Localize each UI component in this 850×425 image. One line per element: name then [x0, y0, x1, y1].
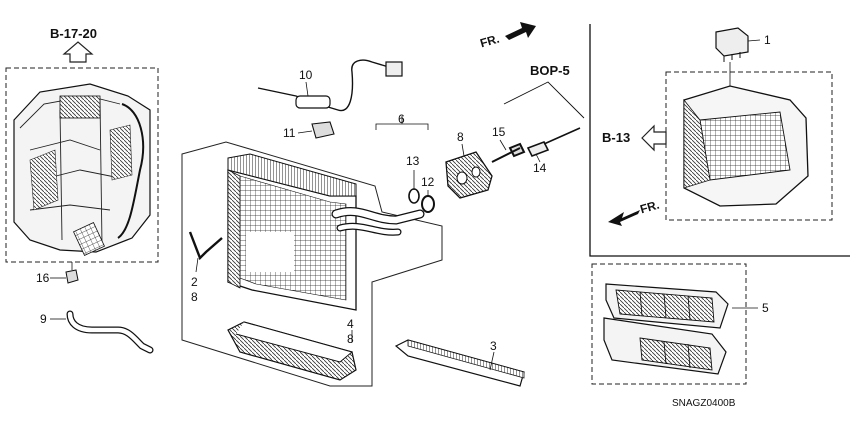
leader-10: [305, 81, 309, 97]
valve-group: [445, 81, 585, 199]
heater-unit-pipe: [117, 103, 145, 239]
callout-4: 4: [347, 317, 354, 331]
valve-port-a: [456, 171, 468, 185]
leader-1: [747, 39, 761, 42]
leader-8: [461, 143, 465, 157]
sensor-wire-10: [257, 59, 393, 112]
leader-3: [489, 351, 495, 371]
o-ring-13: [408, 188, 420, 204]
right-region-divider: [589, 24, 850, 257]
relay-box-group: [641, 71, 833, 221]
sensor-group: [257, 59, 403, 139]
evaporator-clear-area: [246, 232, 294, 272]
left-arrow-b13-icon: [641, 124, 667, 152]
fr-arrow-top-icon: [505, 22, 536, 40]
evaporator-tubes-inner: [332, 208, 424, 224]
part-14: [526, 127, 581, 158]
heater-unit-shading: [29, 124, 133, 211]
control-panel-upper-buttons: [615, 289, 715, 323]
fr-arrow-top: [505, 22, 536, 40]
leader-bop5: [503, 81, 585, 119]
relay-box-side: [683, 98, 711, 189]
heater-unit-vent: [73, 222, 105, 256]
drain-pan-edge: [235, 321, 354, 363]
callout-16: 16: [36, 271, 50, 285]
heater-unit-frame: [5, 67, 159, 263]
sensor-body-10: [295, 95, 331, 109]
callout-11: 11: [283, 126, 296, 140]
control-panel-lower-buttons: [639, 337, 713, 371]
callout-3: 3: [490, 339, 497, 353]
callout-9: 9: [40, 312, 47, 326]
o-ring-12: [421, 195, 435, 213]
heater-unit-body: [13, 83, 151, 253]
control-panel-frame: [591, 263, 747, 385]
relay-pins: [723, 52, 741, 62]
callout-10: 10: [299, 68, 313, 82]
relay-body: [715, 27, 749, 57]
drain-hose-9-inner: [67, 311, 153, 353]
evaporator-side: [227, 169, 241, 289]
callout-12: 12: [421, 175, 435, 189]
up-arrow-icon: [62, 41, 94, 63]
callout-1: 1: [764, 33, 771, 47]
leader-2: [195, 257, 199, 273]
clip-16: [65, 269, 79, 284]
callout-15: 15: [492, 125, 506, 139]
relay-box-frame: [665, 71, 833, 221]
callout-5: 5: [762, 301, 769, 315]
heater-unit-group: [5, 41, 159, 354]
leader-14: [535, 153, 541, 163]
filter-3: [394, 339, 525, 387]
relay-1: [715, 27, 761, 86]
fr-arrow-bottom-icon: [608, 210, 640, 226]
evaporator-tubes-2-inner: [337, 224, 401, 235]
callout-2: 2: [191, 275, 198, 289]
control-panel-group: [591, 263, 758, 385]
callout-13: 13: [406, 154, 420, 168]
clip-11: [311, 121, 335, 139]
ref-b-17-20: B-17-20: [50, 26, 97, 41]
callout-14: 14: [533, 161, 547, 175]
evaporator-group: [181, 141, 443, 387]
expansion-valve-8: [445, 151, 493, 199]
o-rings-group: [375, 116, 435, 213]
filter-pleats: [407, 339, 525, 379]
bracket-2: [188, 231, 223, 261]
diagram-code: SNAGZ0400B: [672, 398, 736, 409]
leader-15: [499, 139, 507, 151]
callout-8-valve: 8: [457, 130, 464, 144]
valve-port-b: [471, 166, 481, 178]
ref-b-13: B-13: [602, 130, 631, 145]
bolt-15: [491, 142, 526, 163]
callout-6: 6: [398, 112, 405, 126]
heater-unit-panel: [59, 95, 101, 119]
callout-8-bracket: 8: [191, 290, 198, 304]
callout-8-pan: 8: [347, 332, 354, 346]
ref-bop-5: BOP-5: [530, 63, 570, 78]
sensor-connector-10: [385, 61, 403, 77]
fr-arrow-bottom: [608, 210, 640, 226]
evaporator-group-frame: [181, 141, 443, 387]
relay-box-sockets: [699, 111, 791, 181]
leader-11: [297, 130, 313, 134]
